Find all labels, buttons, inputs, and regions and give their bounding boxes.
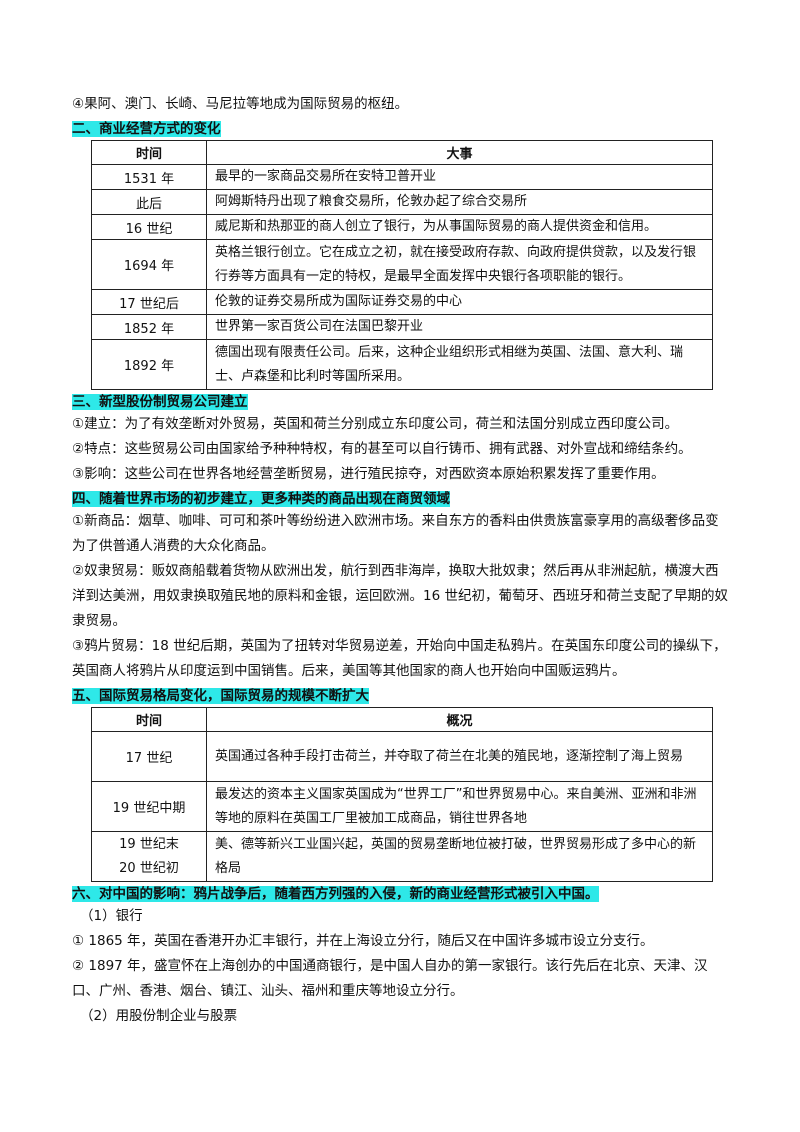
time-cell: 19 世纪中期 (91, 781, 207, 832)
heading-text: 四、随着世界市场的初步建立，更多种类的商品出现在商贸领域 (72, 491, 450, 507)
heading-text: 二、商业经营方式的变化 (72, 121, 221, 137)
section-heading-6: 六、对中国的影响：鸦片战争后，随着西方列强的入侵，新的商业经营形式被引入中国。 (72, 884, 599, 904)
table-row: 17 世纪后 伦敦的证券交易所成为国际证券交易的中心 (91, 289, 713, 315)
time-cell: 19 世纪末 20 世纪初 (91, 831, 207, 882)
paragraph: ① 1865 年，英国在香港开办汇丰银行，并在上海设立分行，随后又在中国许多城市… (72, 933, 654, 949)
column-header-event: 大事 (206, 140, 713, 165)
paragraph: ①建立：为了有效垄断对外贸易，英国和荷兰分别成立东印度公司，荷兰和法国分别成立西… (72, 416, 679, 432)
heading-text: 六、对中国的影响：鸦片战争后，随着西方列强的入侵，新的商业经营形式被引入中国。 (72, 886, 599, 902)
overview-cell: 美、德等新兴工业国兴起，英国的贸易垄断地位被打破，世界贸易形成了多中心的新格局 (206, 831, 713, 882)
table-row: 19 世纪末 20 世纪初 美、德等新兴工业国兴起，英国的贸易垄断地位被打破，世… (91, 831, 713, 882)
table-row: 此后 阿姆斯特丹出现了粮食交易所，伦敦办起了综合交易所 (91, 189, 713, 215)
table-header-row: 时间 大事 (91, 140, 713, 165)
overview-cell: 最发达的资本主义国家英国成为“世界工厂”和世界贸易中心。来自美洲、亚洲和非洲等地… (206, 781, 713, 832)
paragraph: ②奴隶贸易：贩奴商船载着货物从欧洲出发，航行到西非海岸，换取大批奴隶；然后再从非… (72, 563, 728, 629)
time-line-2: 20 世纪初 (119, 860, 179, 876)
time-cell: 17 世纪后 (91, 289, 207, 315)
table-row: 19 世纪中期 最发达的资本主义国家英国成为“世界工厂”和世界贸易中心。来自美洲… (91, 781, 713, 832)
time-cell: 1852 年 (91, 314, 207, 340)
table-row: 1694 年 英格兰银行创立。它在成立之初，就在接受政府存款、向政府提供贷款，以… (91, 239, 713, 290)
event-cell: 威尼斯和热那亚的商人创立了银行，为从事国际贸易的商人提供资金和信用。 (206, 214, 713, 240)
table-row: 17 世纪 英国通过各种手段打击荷兰，并夺取了荷兰在北美的殖民地，逐渐控制了海上… (91, 731, 713, 782)
column-header-time: 时间 (91, 140, 207, 165)
time-cell: 1892 年 (91, 339, 207, 390)
paragraph: ② 1897 年，盛宣怀在上海创办的中国通商银行，是中国人自办的第一家银行。该行… (72, 958, 708, 999)
intro-paragraph: ④果阿、澳门、长崎、马尼拉等地成为国际贸易的枢纽。 (72, 96, 409, 112)
paragraph: ③影响：这些公司在世界各地经营垄断贸易，进行殖民掠夺，对西欧资本原始积累发挥了重… (72, 466, 665, 482)
subheading-bank: （1）银行 (80, 908, 143, 924)
time-cell: 16 世纪 (91, 214, 207, 240)
section-heading-4: 四、随着世界市场的初步建立，更多种类的商品出现在商贸领域 (72, 489, 450, 509)
event-cell: 德国出现有限责任公司。后来，这种企业组织形式相继为英国、法国、意大利、瑞士、卢森… (206, 339, 713, 390)
trade-pattern-table: 时间 概况 17 世纪 英国通过各种手段打击荷兰，并夺取了荷兰在北美的殖民地，逐… (91, 707, 713, 882)
table-header-row: 时间 概况 (91, 707, 713, 732)
section-heading-5: 五、国际贸易格局变化，国际贸易的规模不断扩大 (72, 686, 369, 706)
section-heading-3: 三、新型股份制贸易公司建立 (72, 392, 248, 412)
event-cell: 阿姆斯特丹出现了粮食交易所，伦敦办起了综合交易所 (206, 189, 713, 215)
table-row: 16 世纪 威尼斯和热那亚的商人创立了银行，为从事国际贸易的商人提供资金和信用。 (91, 214, 713, 240)
event-cell: 伦敦的证券交易所成为国际证券交易的中心 (206, 289, 713, 315)
column-header-overview: 概况 (206, 707, 713, 732)
time-cell: 17 世纪 (91, 731, 207, 782)
table-row: 1892 年 德国出现有限责任公司。后来，这种企业组织形式相继为英国、法国、意大… (91, 339, 713, 390)
time-cell: 1694 年 (91, 239, 207, 290)
heading-text: 五、国际贸易格局变化，国际贸易的规模不断扩大 (72, 688, 369, 704)
document-page: ④果阿、澳门、长崎、马尼拉等地成为国际贸易的枢纽。 二、商业经营方式的变化 时间… (72, 92, 732, 1029)
paragraph: ③鸦片贸易：18 世纪后期，英国为了扭转对华贸易逆差，开始向中国走私鸦片。在英国… (72, 638, 727, 679)
time-line-1: 19 世纪末 (119, 836, 179, 852)
table-row: 1852 年 世界第一家百货公司在法国巴黎开业 (91, 314, 713, 340)
business-change-table: 时间 大事 1531 年 最早的一家商品交易所在安特卫普开业 此后 阿姆斯特丹出… (91, 140, 713, 390)
heading-text: 三、新型股份制贸易公司建立 (72, 394, 248, 410)
table-row: 1531 年 最早的一家商品交易所在安特卫普开业 (91, 164, 713, 190)
time-cell: 1531 年 (91, 164, 207, 190)
event-cell: 最早的一家商品交易所在安特卫普开业 (206, 164, 713, 190)
event-cell: 世界第一家百货公司在法国巴黎开业 (206, 314, 713, 340)
paragraph: ①新商品：烟草、咖啡、可可和茶叶等纷纷进入欧洲市场。来自东方的香料由供贵族富豪享… (72, 513, 719, 554)
subheading-joint-stock: （2）用股份制企业与股票 (80, 1008, 238, 1024)
section-heading-2: 二、商业经营方式的变化 (72, 119, 221, 139)
time-cell: 此后 (91, 189, 207, 215)
overview-cell: 英国通过各种手段打击荷兰，并夺取了荷兰在北美的殖民地，逐渐控制了海上贸易 (206, 731, 713, 782)
column-header-time: 时间 (91, 707, 207, 732)
event-cell: 英格兰银行创立。它在成立之初，就在接受政府存款、向政府提供贷款，以及发行银行券等… (206, 239, 713, 290)
paragraph: ②特点：这些贸易公司由国家给予种种特权，有的甚至可以自行铸币、拥有武器、对外宣战… (72, 441, 692, 457)
